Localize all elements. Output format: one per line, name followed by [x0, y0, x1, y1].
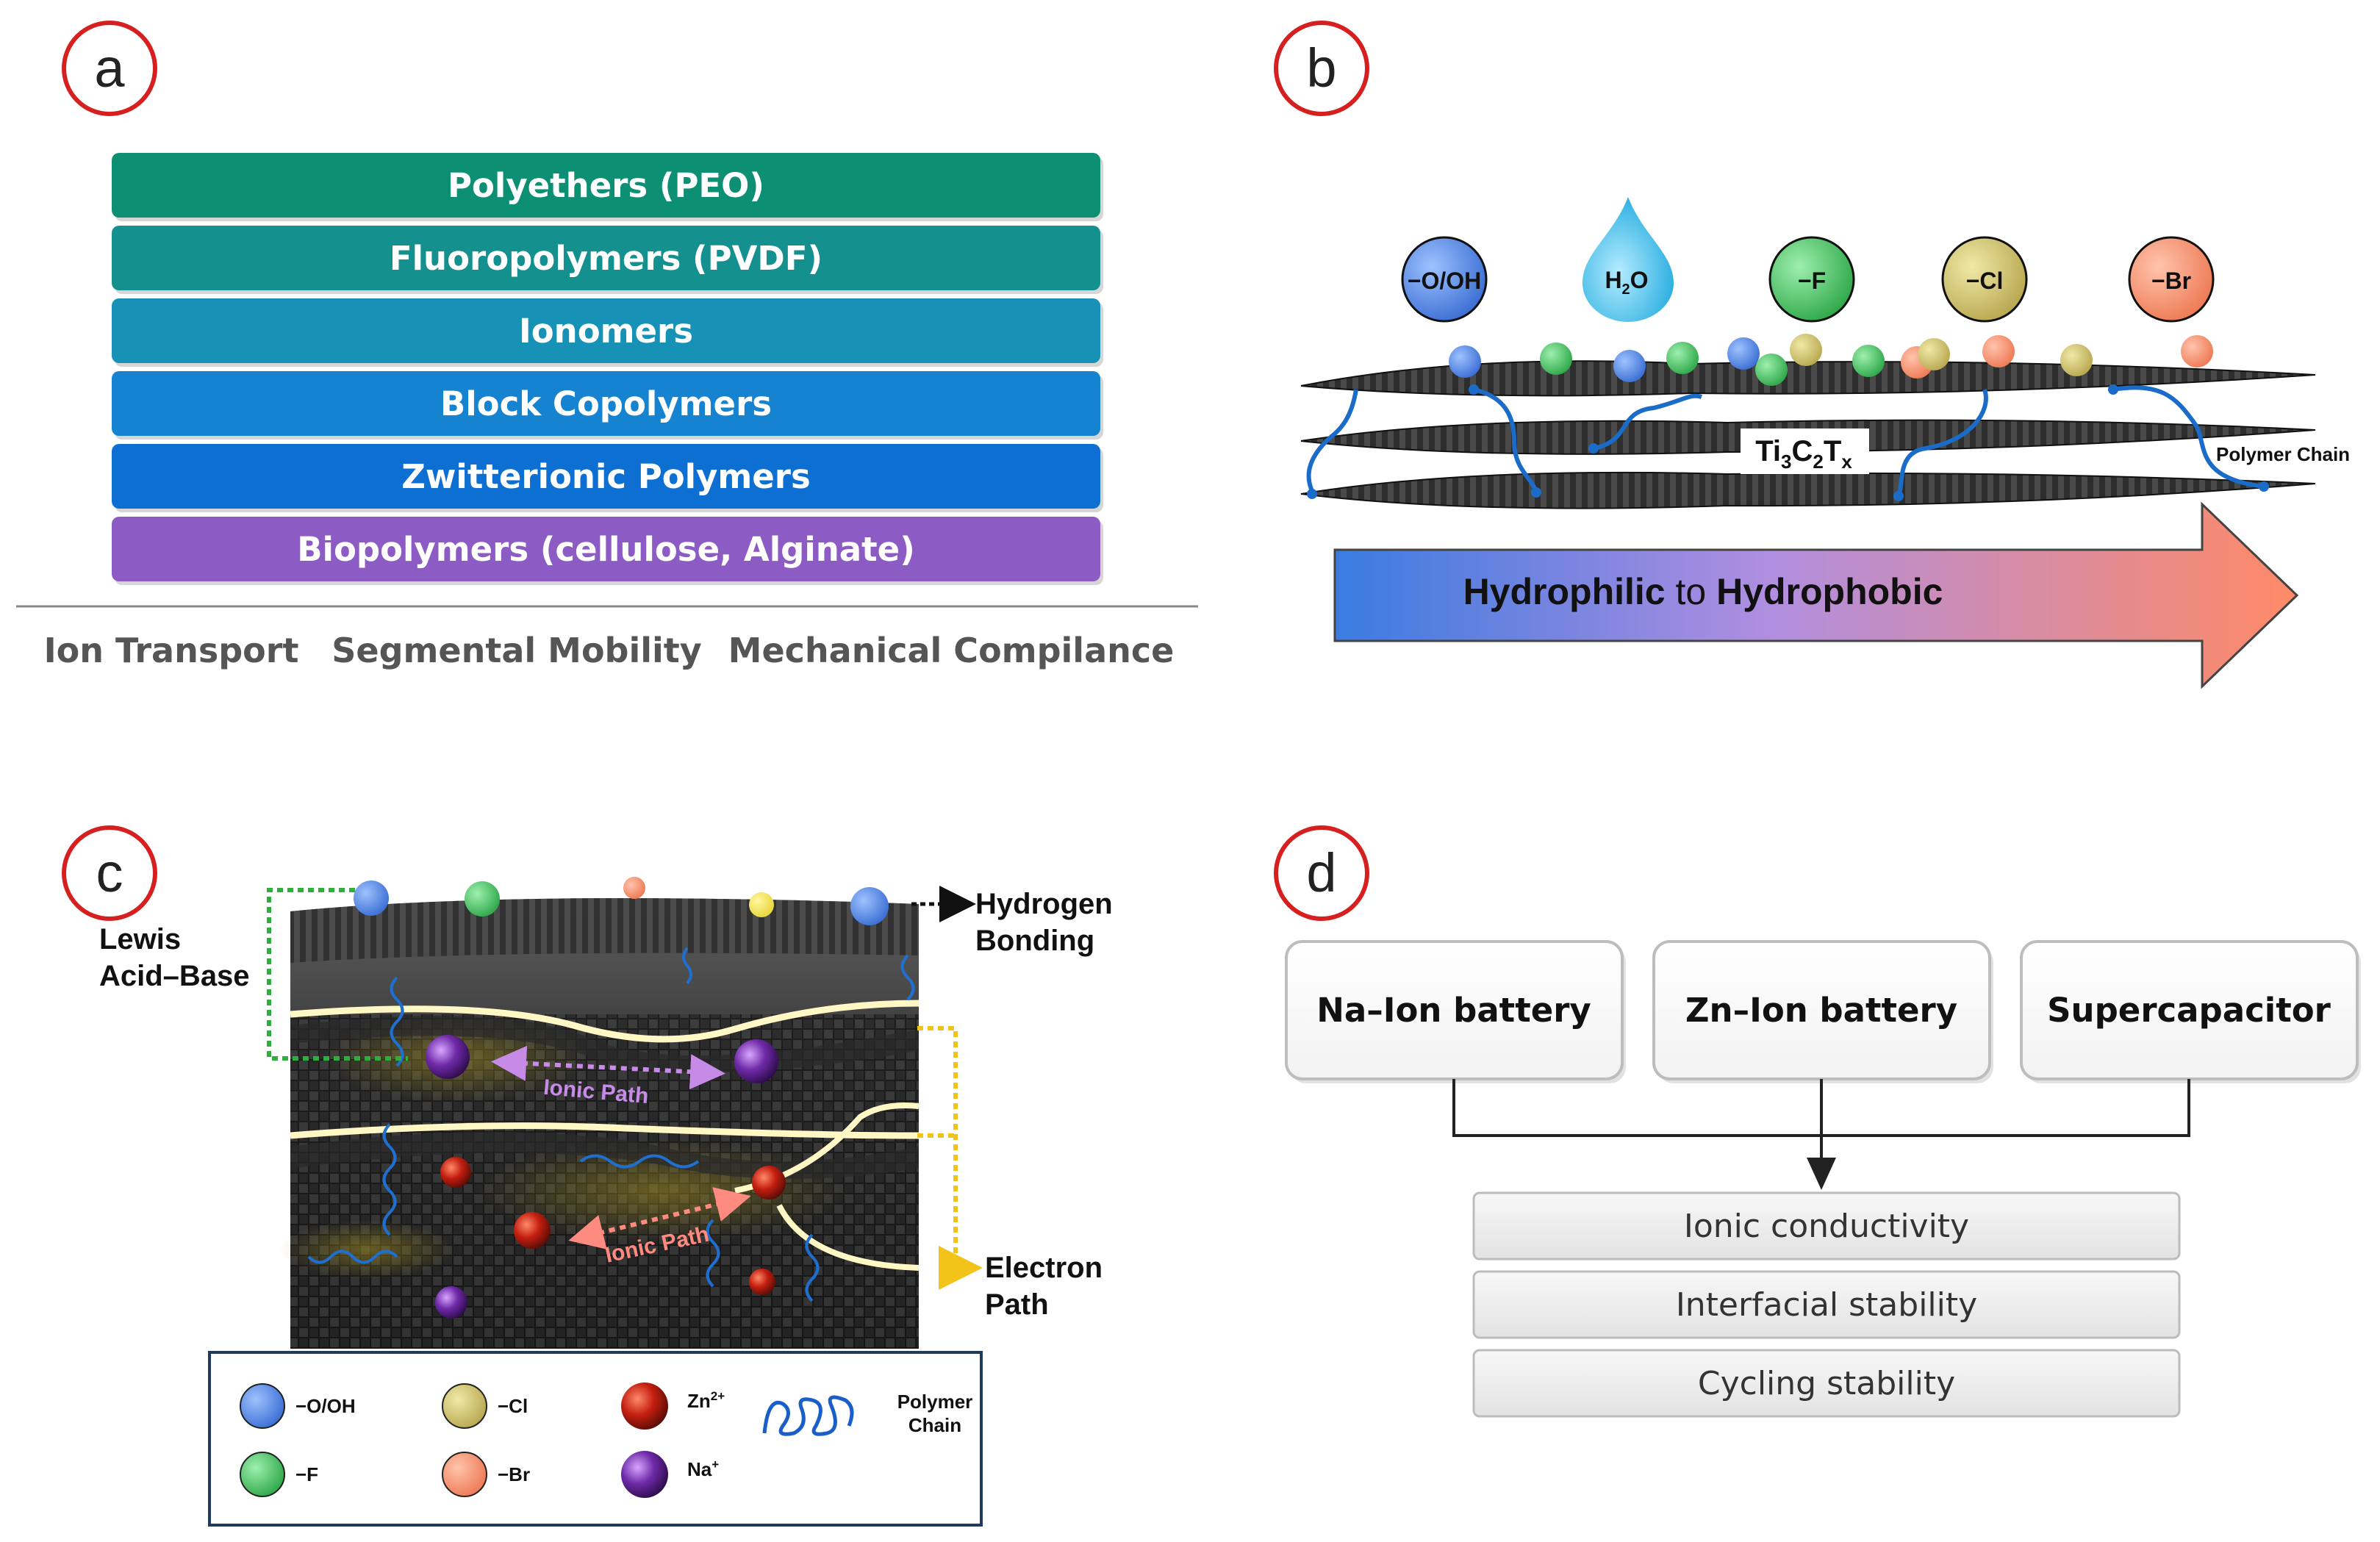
hydrogen-bonding-label-line1: Hydrogen [975, 888, 1113, 920]
panel-c-label: c [96, 842, 123, 903]
panel-d-label-circle [1274, 825, 1369, 921]
legend-na-swatch [621, 1451, 668, 1498]
polymer-chains [1306, 384, 2269, 501]
legend-oh-label: −O/OH [295, 1395, 356, 1417]
device-label-na-ion: Na–Ion battery [1316, 991, 1591, 1030]
polymer-class-label: Ionomers [519, 312, 693, 351]
svg-text:−Cl: −Cl [1966, 268, 2004, 294]
surface-terminations [1449, 334, 2213, 386]
property-label-ionic-conductivity: Ionic conductivity [1684, 1208, 1969, 1245]
svg-text:−Br: −Br [2151, 268, 2191, 294]
device-label-supercapacitor: Supercapacitor [2047, 991, 2331, 1030]
panel-b-label-circle [1274, 21, 1369, 116]
panel-a-label-circle [62, 21, 157, 116]
device-box-supercapacitor: Supercapacitor [2020, 940, 2361, 1083]
f-group-ball: −F [1768, 236, 1855, 323]
polymer-class-bar [112, 371, 1100, 436]
panel-c: c [62, 825, 1113, 1527]
axis-label-mechanical-compliance: Mechanical Compilance [728, 631, 1175, 670]
hydrophilicity-arrow-label: Hydrophilic to Hydrophobic [1463, 571, 1943, 612]
electron-path-label-line2: Path [985, 1288, 1049, 1321]
oh-group-ball: −O/OH [1401, 236, 1488, 323]
legend-oh-swatch [240, 1383, 285, 1429]
legend-br-label: −Br [498, 1463, 530, 1485]
property-box-cycling-stability: Cycling stability [1472, 1349, 2181, 1418]
axis-label-segmental-mobility: Segmental Mobility [331, 631, 702, 670]
panel-b-label: b [1306, 37, 1336, 98]
polymer-class-bar [112, 444, 1100, 509]
legend-polymer-chain-label-line1: Polymer [897, 1391, 973, 1413]
polymer-class-label: Biopolymers (cellulose, Alginate) [297, 530, 915, 569]
panel-a: a Polyethers (PEO) Fluoropolymers (PVDF) I… [16, 21, 1198, 670]
property-label-interfacial-stability: Interfacial stability [1676, 1286, 1977, 1324]
svg-text:H2O: H2O [1605, 267, 1648, 298]
lewis-acid-base-connector [267, 888, 408, 1061]
panel-a-label: a [94, 37, 125, 98]
property-box-ionic-conductivity: Ionic conductivity [1472, 1191, 2181, 1261]
panel-d-label: d [1306, 842, 1336, 903]
legend-zn-swatch [621, 1383, 668, 1430]
electron-path-connector [917, 1026, 983, 1290]
polymer-chain-label: Polymer Chain [2216, 443, 2350, 465]
panel-b: b −O/OH H2O −F −Cl −Br [1274, 21, 2350, 689]
legend-zn-label: Zn2+ [687, 1389, 725, 1412]
polymer-class-bar [112, 298, 1100, 363]
lewis-acid-base-label-line2: Acid–Base [99, 960, 250, 992]
device-box-na-ion: Na–Ion battery [1285, 940, 1626, 1083]
mxene-sheet-bottom [1300, 471, 2316, 509]
panel-c-legend: −O/OH −F −Cl −Br Zn2+ Na+ Polymer Chain [208, 1351, 983, 1527]
polymer-class-stack: Polyethers (PEO) Fluoropolymers (PVDF) Ion… [112, 153, 1103, 585]
device-box-zn-ion: Zn–Ion battery [1652, 940, 1993, 1083]
legend-cl-label: −Cl [498, 1395, 528, 1417]
br-group-ball: −Br [2128, 236, 2215, 323]
property-label-cycling-stability: Cycling stability [1698, 1365, 1955, 1402]
h2o-droplet: H2O [1583, 197, 1674, 322]
legend-f-label: −F [295, 1463, 318, 1485]
svg-text:Ti3C2Tx: Ti3C2Tx [1755, 435, 1852, 473]
legend-polymer-chain-label-line2: Chain [908, 1414, 961, 1436]
legend-br-swatch [442, 1452, 487, 1497]
electron-path-label-line1: Electron [985, 1252, 1103, 1284]
legend-polymer-chain-swatch [762, 1395, 854, 1436]
panel-c-label-circle [62, 825, 157, 921]
polymer-class-label: Zwitterionic Polymers [401, 457, 811, 496]
polymer-class-bar [112, 153, 1100, 218]
hydrophilicity-arrow [1333, 501, 2299, 689]
lewis-acid-base-label-line1: Lewis [99, 923, 181, 955]
cl-group-ball: −Cl [1941, 236, 2028, 323]
legend-na-label: Na+ [687, 1457, 719, 1480]
svg-text:−F: −F [1798, 268, 1826, 294]
polymer-class-bar [112, 226, 1100, 290]
mxene-formula-label: Ti3C2Tx [1741, 428, 1869, 474]
axis-label-ion-transport: Ion Transport [44, 631, 299, 670]
svg-text:−O/OH: −O/OH [1408, 268, 1481, 294]
hydrogen-bonding-label-line2: Bonding [975, 925, 1094, 957]
mxene-polymer-block: Ionic Path Ionic Path [279, 877, 920, 1349]
polymer-class-label: Polyethers (PEO) [448, 166, 764, 205]
device-label-zn-ion: Zn–Ion battery [1685, 991, 1957, 1030]
polymer-class-label: Fluoropolymers (PVDF) [390, 239, 822, 278]
legend-f-swatch [240, 1452, 285, 1497]
polymer-class-label: Block Copolymers [440, 384, 772, 423]
panel-d: d Na–Ion battery Zn–Ion battery Supercap… [1274, 825, 2361, 1418]
legend-cl-swatch [442, 1383, 487, 1429]
property-box-interfacial-stability: Interfacial stability [1472, 1270, 2181, 1339]
polymer-class-bar [112, 517, 1100, 581]
